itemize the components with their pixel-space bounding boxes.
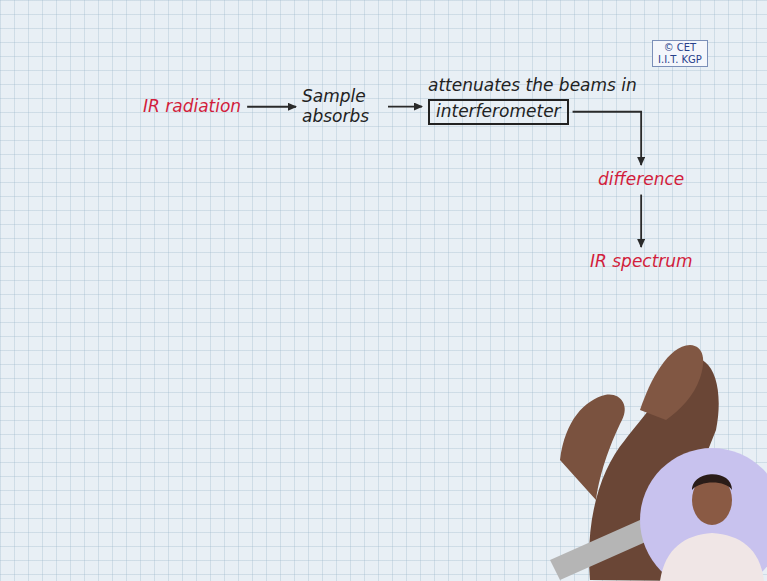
presenter-inset — [640, 448, 767, 581]
boxed-term: interferometer — [428, 99, 569, 125]
flow-arrow — [573, 112, 642, 165]
flow-step: attenuates the beams in interferometer — [428, 76, 637, 125]
node-text: IR radiation — [143, 97, 241, 117]
node-text: © CET — [658, 42, 702, 54]
logo-badge: © CETI.I.T. KGP — [652, 40, 708, 67]
node-text: attenuates the beams in — [428, 76, 637, 96]
node-text: I.I.T. KGP — [658, 54, 702, 66]
flow-arrow — [640, 195, 642, 247]
node-text: IR spectrum — [590, 252, 693, 272]
flow-step: Sample absorbs — [302, 87, 382, 126]
flow-step: IR spectrum — [590, 252, 693, 272]
flow-step: IR radiation — [143, 97, 241, 117]
flow-arrow — [388, 106, 422, 108]
node-text: difference — [598, 170, 684, 190]
node-text: Sample absorbs — [302, 87, 382, 126]
flow-step: difference — [598, 170, 684, 190]
node-text: interferometer — [436, 102, 561, 122]
flow-arrow — [247, 106, 296, 108]
